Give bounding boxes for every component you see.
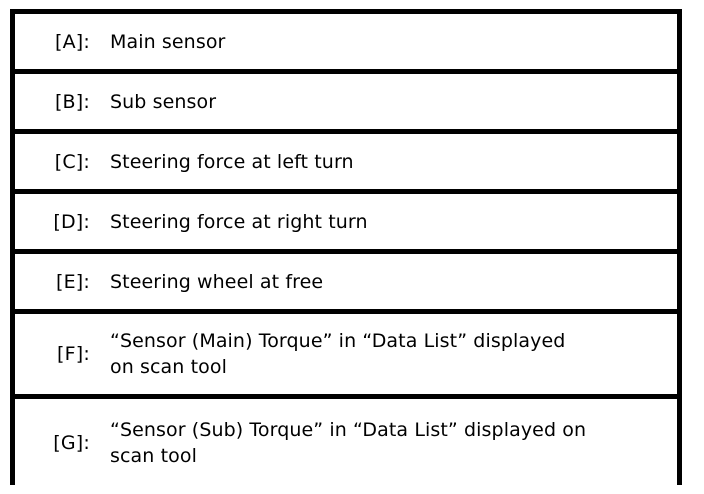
legend-row-f: [F]: “Sensor (Main) Torque” in “Data Lis…	[15, 314, 677, 399]
legend-description-b: Sub sensor	[110, 90, 217, 113]
legend-row-a: [A]: Main sensor	[15, 14, 677, 74]
legend-row-b: [B]: Sub sensor	[15, 74, 677, 134]
legend-key-a: [A]:	[54, 30, 90, 53]
legend-key-e: [E]:	[55, 270, 90, 293]
legend-row-e: [E]: Steering wheel at free	[15, 254, 677, 314]
legend-key-f: [F]:	[57, 343, 90, 365]
legend-description-c: Steering force at left turn	[110, 150, 354, 173]
legend-key-c: [C]:	[54, 150, 90, 173]
legend-description-a: Main sensor	[110, 30, 226, 53]
legend-key-g: [G]:	[53, 432, 90, 454]
legend-row-c: [C]: Steering force at left turn	[15, 134, 677, 194]
legend-table: [A]: Main sensor [B]: Sub sensor [C]: St…	[10, 9, 682, 487]
legend-description-f: “Sensor (Main) Torque” in “Data List” di…	[110, 330, 566, 378]
legend-key-b: [B]:	[54, 90, 90, 113]
legend-description-d: Steering force at right turn	[110, 210, 368, 233]
legend-description-e: Steering wheel at free	[110, 270, 324, 293]
legend-description-g: “Sensor (Sub) Torque” in “Data List” dis…	[110, 419, 587, 467]
legend-row-d: [D]: Steering force at right turn	[15, 194, 677, 254]
legend-key-d: [D]:	[53, 210, 90, 233]
legend-row-g: [G]: “Sensor (Sub) Torque” in “Data List…	[15, 399, 677, 487]
